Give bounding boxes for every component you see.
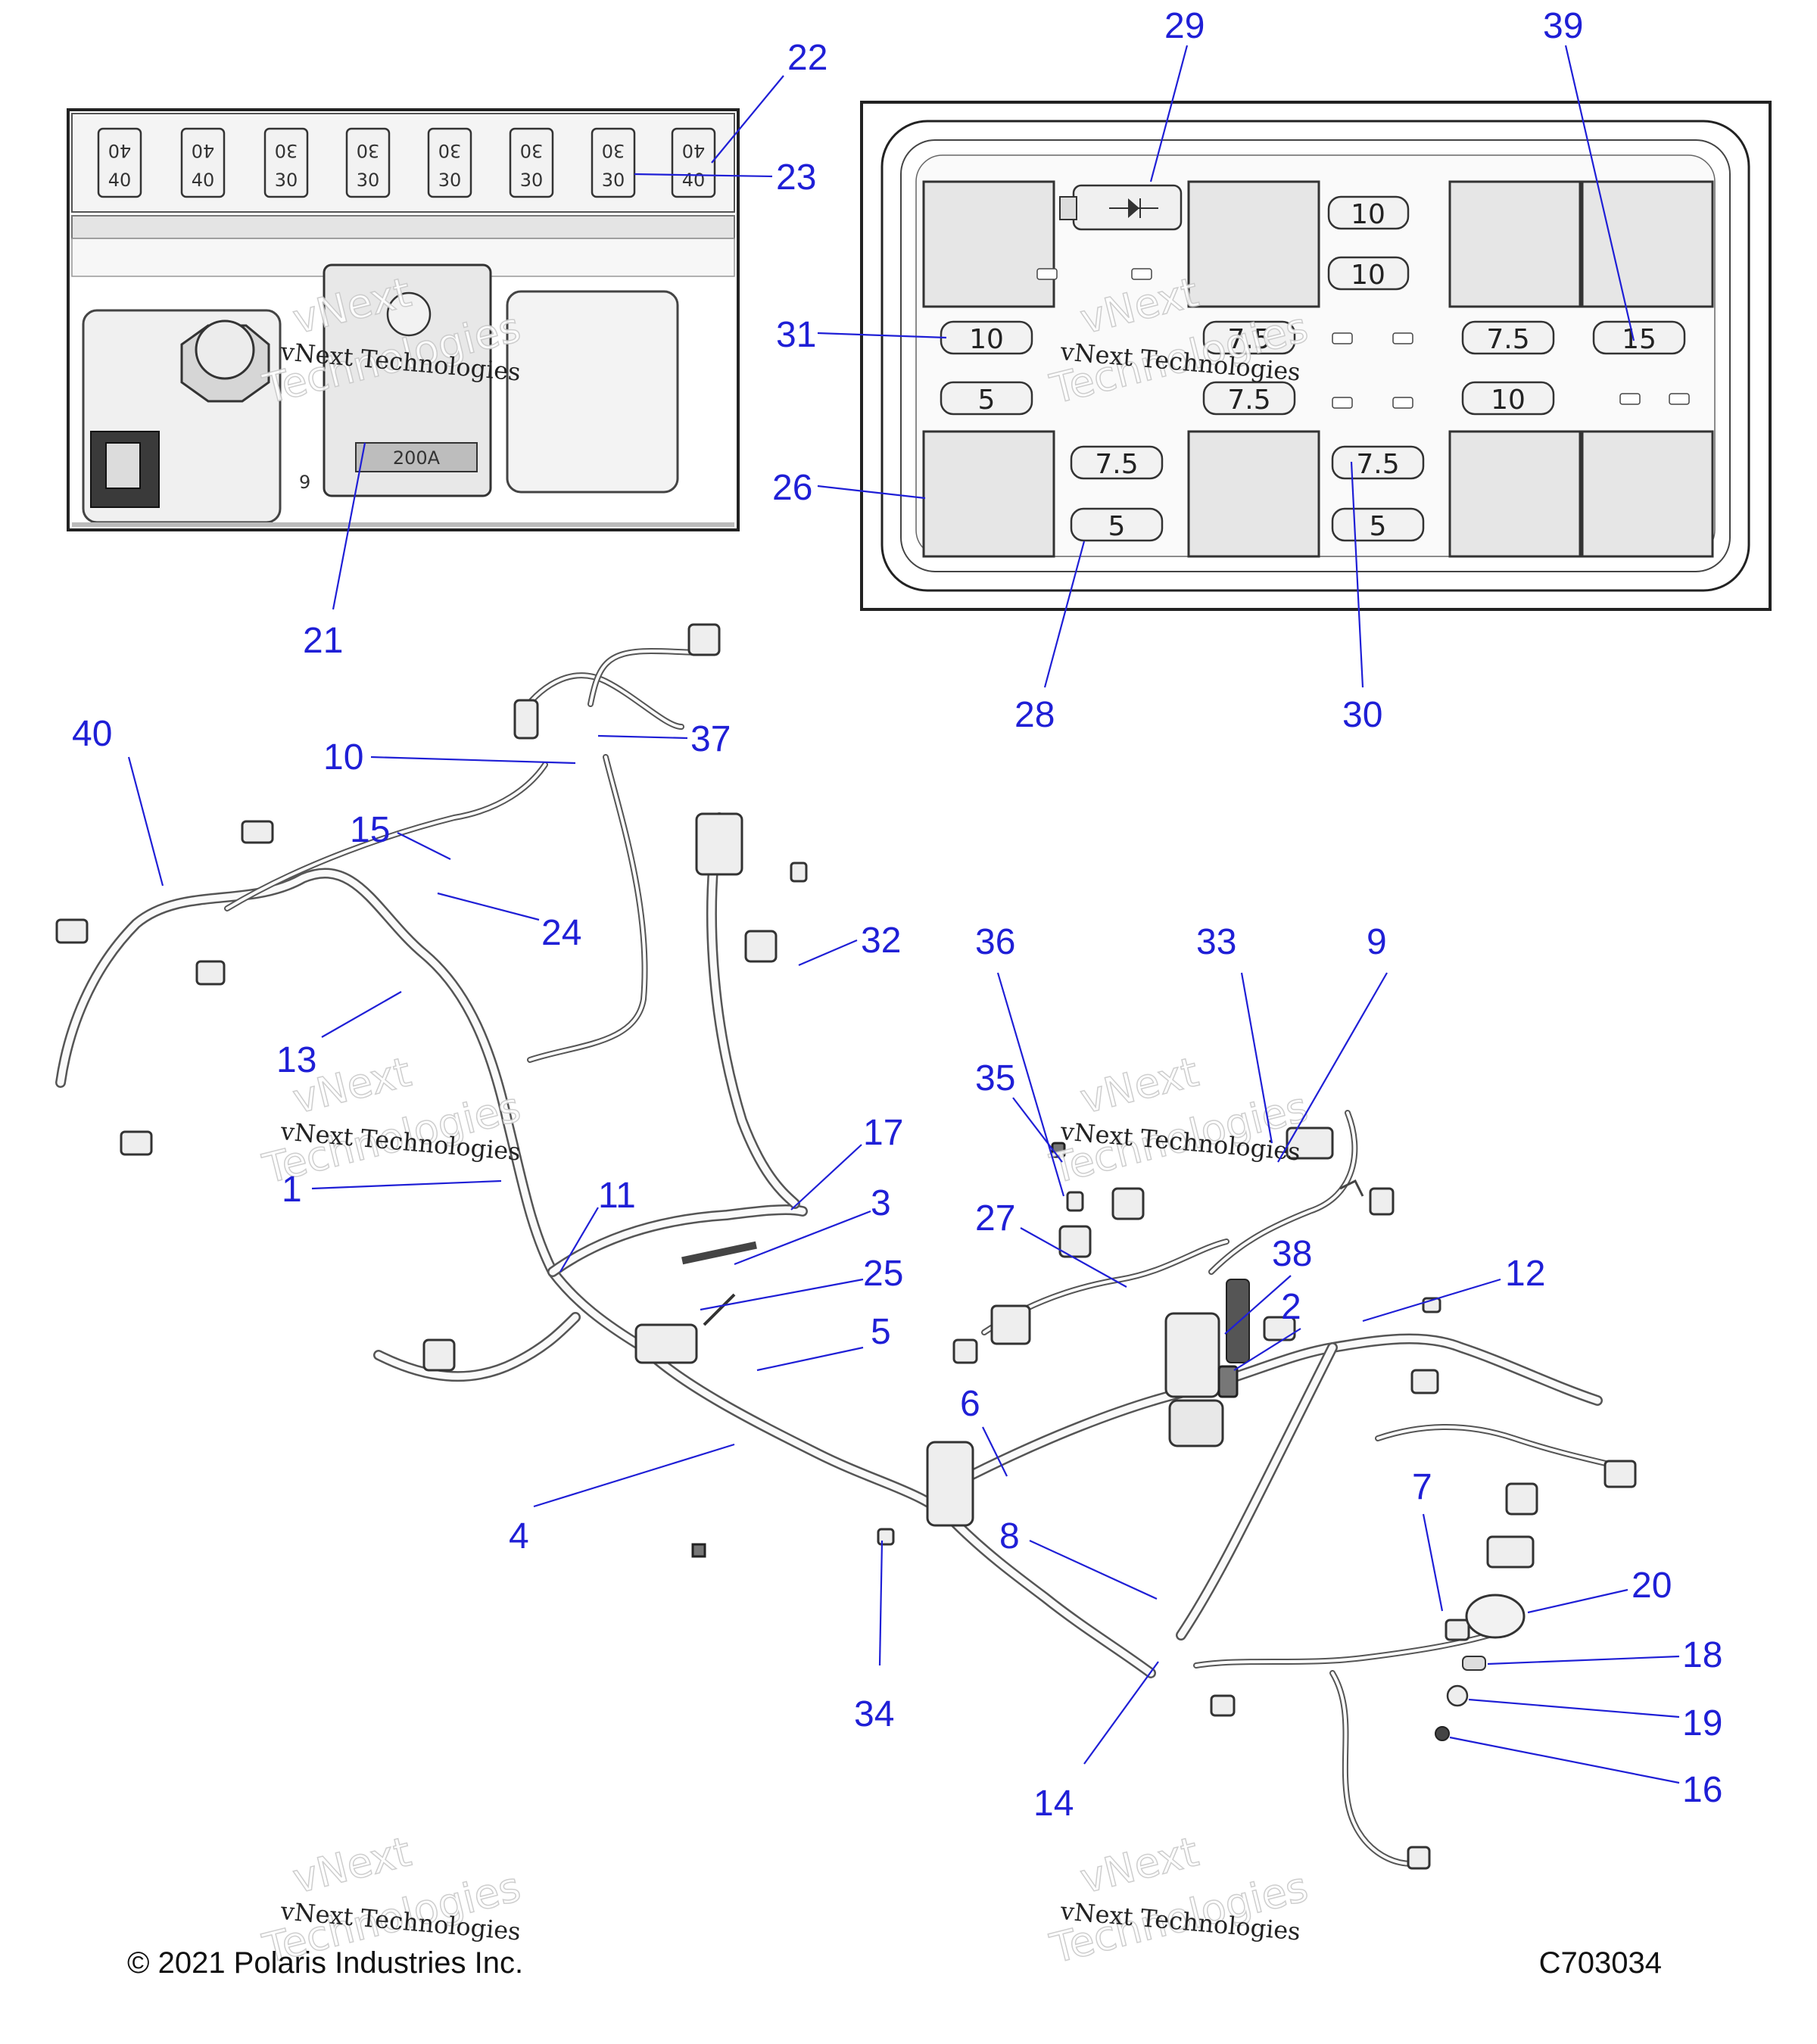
main-fuse-label: 200A xyxy=(393,447,441,469)
callout-26: 26 xyxy=(772,468,812,508)
fuse-f2: 5 xyxy=(1108,511,1126,542)
fuse-top-3: 30 xyxy=(275,140,298,161)
small-mark: 9 xyxy=(299,472,310,493)
footer: © 2021 Polaris Industries Inc. C703034 xyxy=(127,1946,1662,1980)
fuse-c2: 7.5 xyxy=(1227,385,1270,416)
fuse-f1: 7.5 xyxy=(1095,449,1138,480)
callout-21: 21 xyxy=(303,621,343,661)
callout-27: 27 xyxy=(975,1198,1015,1239)
relay-1 xyxy=(922,180,1055,308)
callout-22: 22 xyxy=(787,38,827,78)
relay-8 xyxy=(1581,430,1714,558)
callout-17: 17 xyxy=(863,1113,903,1153)
fuse-top-1: 40 xyxy=(108,140,132,161)
callout-10: 10 xyxy=(323,737,363,777)
fuse-top-4: 30 xyxy=(357,140,380,161)
fuse-top-5: 30 xyxy=(438,140,462,161)
relay-2 xyxy=(1187,180,1320,308)
fuse-g2: 5 xyxy=(1370,511,1387,542)
fuse-bottom-4: 30 xyxy=(357,170,380,191)
callout-31: 31 xyxy=(776,315,816,355)
callout-15: 15 xyxy=(350,810,390,850)
callout-29: 29 xyxy=(1164,6,1205,46)
callout-37: 37 xyxy=(690,719,731,759)
fuse-top-2: 40 xyxy=(192,140,215,161)
relay-7 xyxy=(1448,430,1582,558)
callout-6: 6 xyxy=(960,1384,980,1424)
fuse-bottom-1: 40 xyxy=(108,170,132,191)
fuse-top-8: 40 xyxy=(682,140,706,161)
callout-23: 23 xyxy=(776,157,816,198)
fuse-bottom-7: 30 xyxy=(602,170,625,191)
fuse-bottom-8: 40 xyxy=(682,170,706,191)
fuse-e1: 15 xyxy=(1622,324,1656,355)
fuse-b1: 10 xyxy=(969,324,1004,355)
callout-11: 11 xyxy=(598,1176,636,1216)
callout-4: 4 xyxy=(509,1516,529,1556)
callouts: 22 23 21 29 39 31 26 28 30 40 10 15 37 2… xyxy=(72,6,1722,1824)
copyright-text: © 2021 Polaris Industries Inc. xyxy=(127,1946,523,1980)
callout-9: 9 xyxy=(1367,922,1387,962)
callout-20: 20 xyxy=(1632,1566,1672,1606)
callout-13: 13 xyxy=(276,1040,316,1080)
callout-38: 38 xyxy=(1272,1234,1312,1274)
callout-1: 1 xyxy=(282,1170,302,1210)
callout-18: 18 xyxy=(1682,1635,1722,1675)
fuse-bottom-6: 30 xyxy=(520,170,544,191)
fuse-bottom-2: 40 xyxy=(192,170,215,191)
fuse-top-6: 30 xyxy=(520,140,544,161)
callout-3: 3 xyxy=(871,1183,891,1223)
callout-12: 12 xyxy=(1505,1254,1545,1294)
fuse-d1: 7.5 xyxy=(1486,324,1529,355)
callout-40: 40 xyxy=(72,714,112,754)
battery-fuse-row: 40 40 40 40 30 30 30 30 30 30 xyxy=(97,127,716,198)
drawing-number: C703034 xyxy=(1539,1946,1662,1980)
fuse-top-7: 30 xyxy=(602,140,625,161)
callout-16: 16 xyxy=(1682,1770,1722,1810)
callout-35: 35 xyxy=(975,1058,1015,1098)
fuse-b2: 5 xyxy=(978,385,996,416)
fuse-a2: 10 xyxy=(1351,260,1385,291)
callout-33: 33 xyxy=(1196,922,1236,962)
fuse-c1: 7.5 xyxy=(1227,324,1270,355)
callout-28: 28 xyxy=(1014,695,1055,735)
callout-24: 24 xyxy=(541,913,581,953)
mini-fuse-grid: 10 10 10 5 7.5 7.5 7.5 10 15 7.5 5 7.5 xyxy=(940,195,1686,542)
callout-25: 25 xyxy=(863,1254,903,1294)
fuse-bottom-5: 30 xyxy=(438,170,462,191)
callout-30: 30 xyxy=(1342,695,1382,735)
main-wiring-harness xyxy=(55,623,1637,1870)
fuse-d2: 10 xyxy=(1491,385,1526,416)
callout-32: 32 xyxy=(861,921,901,961)
relay-6 xyxy=(1187,430,1320,558)
callout-5: 5 xyxy=(871,1312,891,1352)
callout-39: 39 xyxy=(1543,6,1583,46)
fuse-g1: 7.5 xyxy=(1356,449,1399,480)
callout-19: 19 xyxy=(1682,1703,1722,1743)
callout-7: 7 xyxy=(1412,1467,1432,1507)
relay-4 xyxy=(1581,180,1714,308)
fuse-a1: 10 xyxy=(1351,199,1385,230)
relay-fuse-inset: 10 10 10 5 7.5 7.5 7.5 10 15 7.5 5 7.5 xyxy=(860,101,1772,611)
callout-36: 36 xyxy=(975,922,1015,962)
callout-2: 2 xyxy=(1281,1287,1301,1327)
callout-34: 34 xyxy=(854,1694,894,1734)
callout-8: 8 xyxy=(999,1516,1020,1556)
relay-5 xyxy=(922,430,1055,558)
relay-3 xyxy=(1448,180,1582,308)
battery-fuse-inset: 200A 9 40 40 40 40 30 30 xyxy=(67,108,740,531)
fuse-bottom-3: 30 xyxy=(275,170,298,191)
callout-14: 14 xyxy=(1033,1784,1074,1824)
